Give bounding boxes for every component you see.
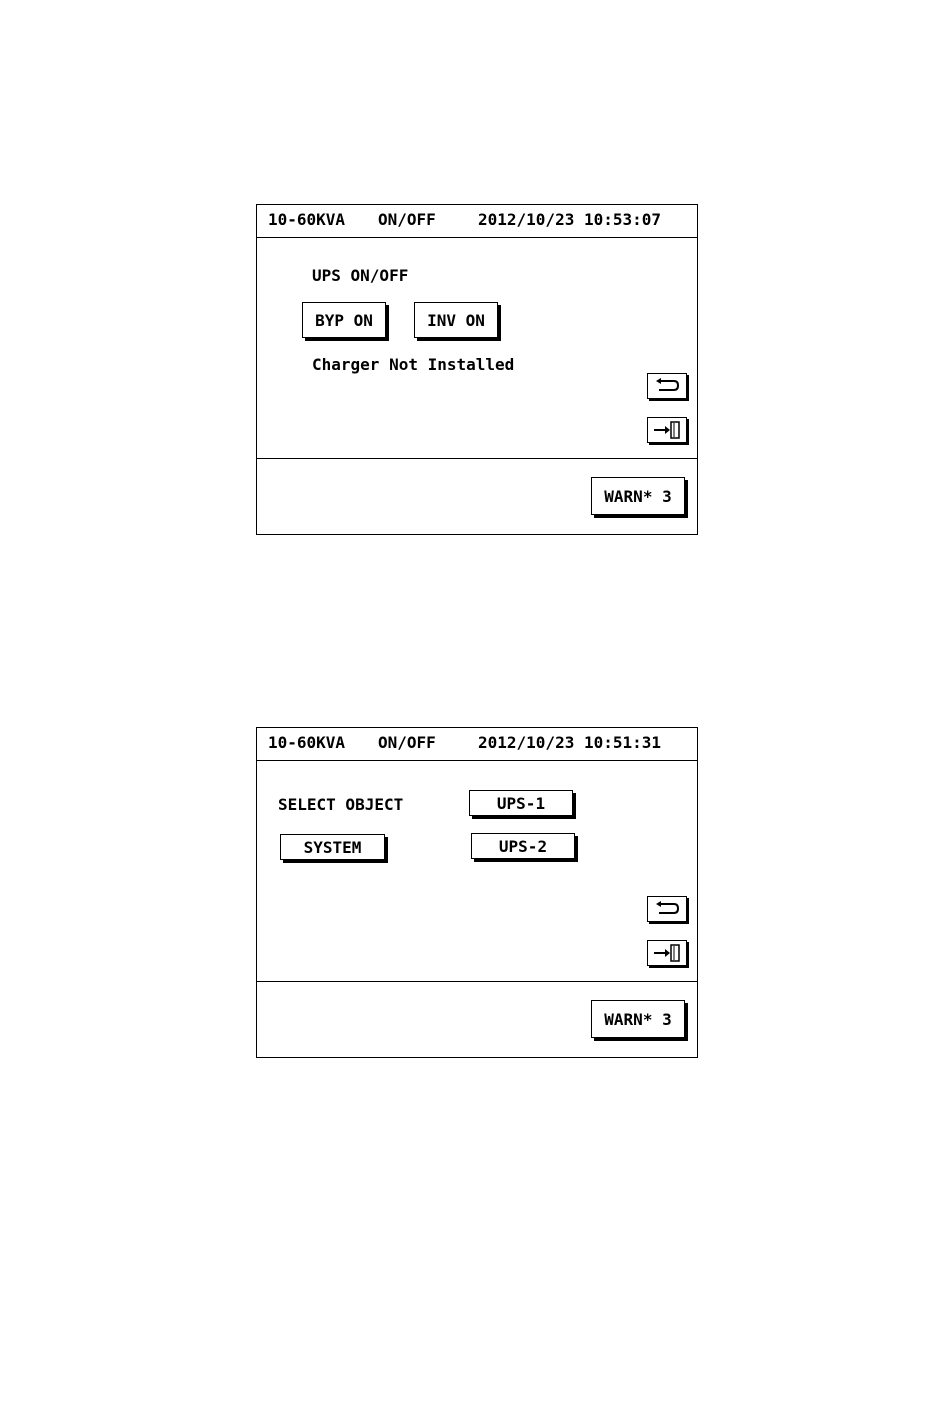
main-area: UPS ON/OFF BYP ON INV ON Charger Not Ins… — [257, 238, 697, 461]
main-area: SELECT OBJECT UPS-1 SYSTEM UPS-2 — [257, 761, 697, 984]
exit-icon — [652, 420, 682, 440]
back-button[interactable] — [647, 896, 687, 922]
mode-label: ON/OFF — [378, 733, 436, 752]
ups-onoff-screen: 10-60KVA ON/OFF 2012/10/23 10:53:07 UPS … — [256, 204, 698, 535]
model-label: 10-60KVA — [268, 733, 345, 752]
page-heading: SELECT OBJECT — [278, 795, 403, 814]
title-bar: 10-60KVA ON/OFF 2012/10/23 10:53:07 — [257, 205, 697, 238]
title-bar: 10-60KVA ON/OFF 2012/10/23 10:51:31 — [257, 728, 697, 761]
datetime-label: 2012/10/23 10:53:07 — [478, 210, 661, 229]
select-object-screen: 10-60KVA ON/OFF 2012/10/23 10:51:31 SELE… — [256, 727, 698, 1058]
charger-status: Charger Not Installed — [312, 355, 514, 374]
exit-button[interactable] — [647, 940, 687, 966]
inverter-on-button[interactable]: INV ON — [414, 302, 498, 338]
datetime-label: 2012/10/23 10:51:31 — [478, 733, 661, 752]
warning-button[interactable]: WARN* 3 — [591, 1000, 685, 1038]
back-icon — [654, 901, 680, 917]
status-footer: WARN* 3 — [257, 981, 697, 1057]
back-icon — [654, 378, 680, 394]
model-label: 10-60KVA — [268, 210, 345, 229]
exit-icon — [652, 943, 682, 963]
ups-2-button[interactable]: UPS-2 — [471, 833, 575, 859]
page-heading: UPS ON/OFF — [312, 266, 408, 285]
back-button[interactable] — [647, 373, 687, 399]
bypass-on-button[interactable]: BYP ON — [302, 302, 386, 338]
status-footer: WARN* 3 — [257, 458, 697, 534]
ups-1-button[interactable]: UPS-1 — [469, 790, 573, 816]
mode-label: ON/OFF — [378, 210, 436, 229]
exit-button[interactable] — [647, 417, 687, 443]
warning-button[interactable]: WARN* 3 — [591, 477, 685, 515]
system-button[interactable]: SYSTEM — [280, 834, 385, 860]
